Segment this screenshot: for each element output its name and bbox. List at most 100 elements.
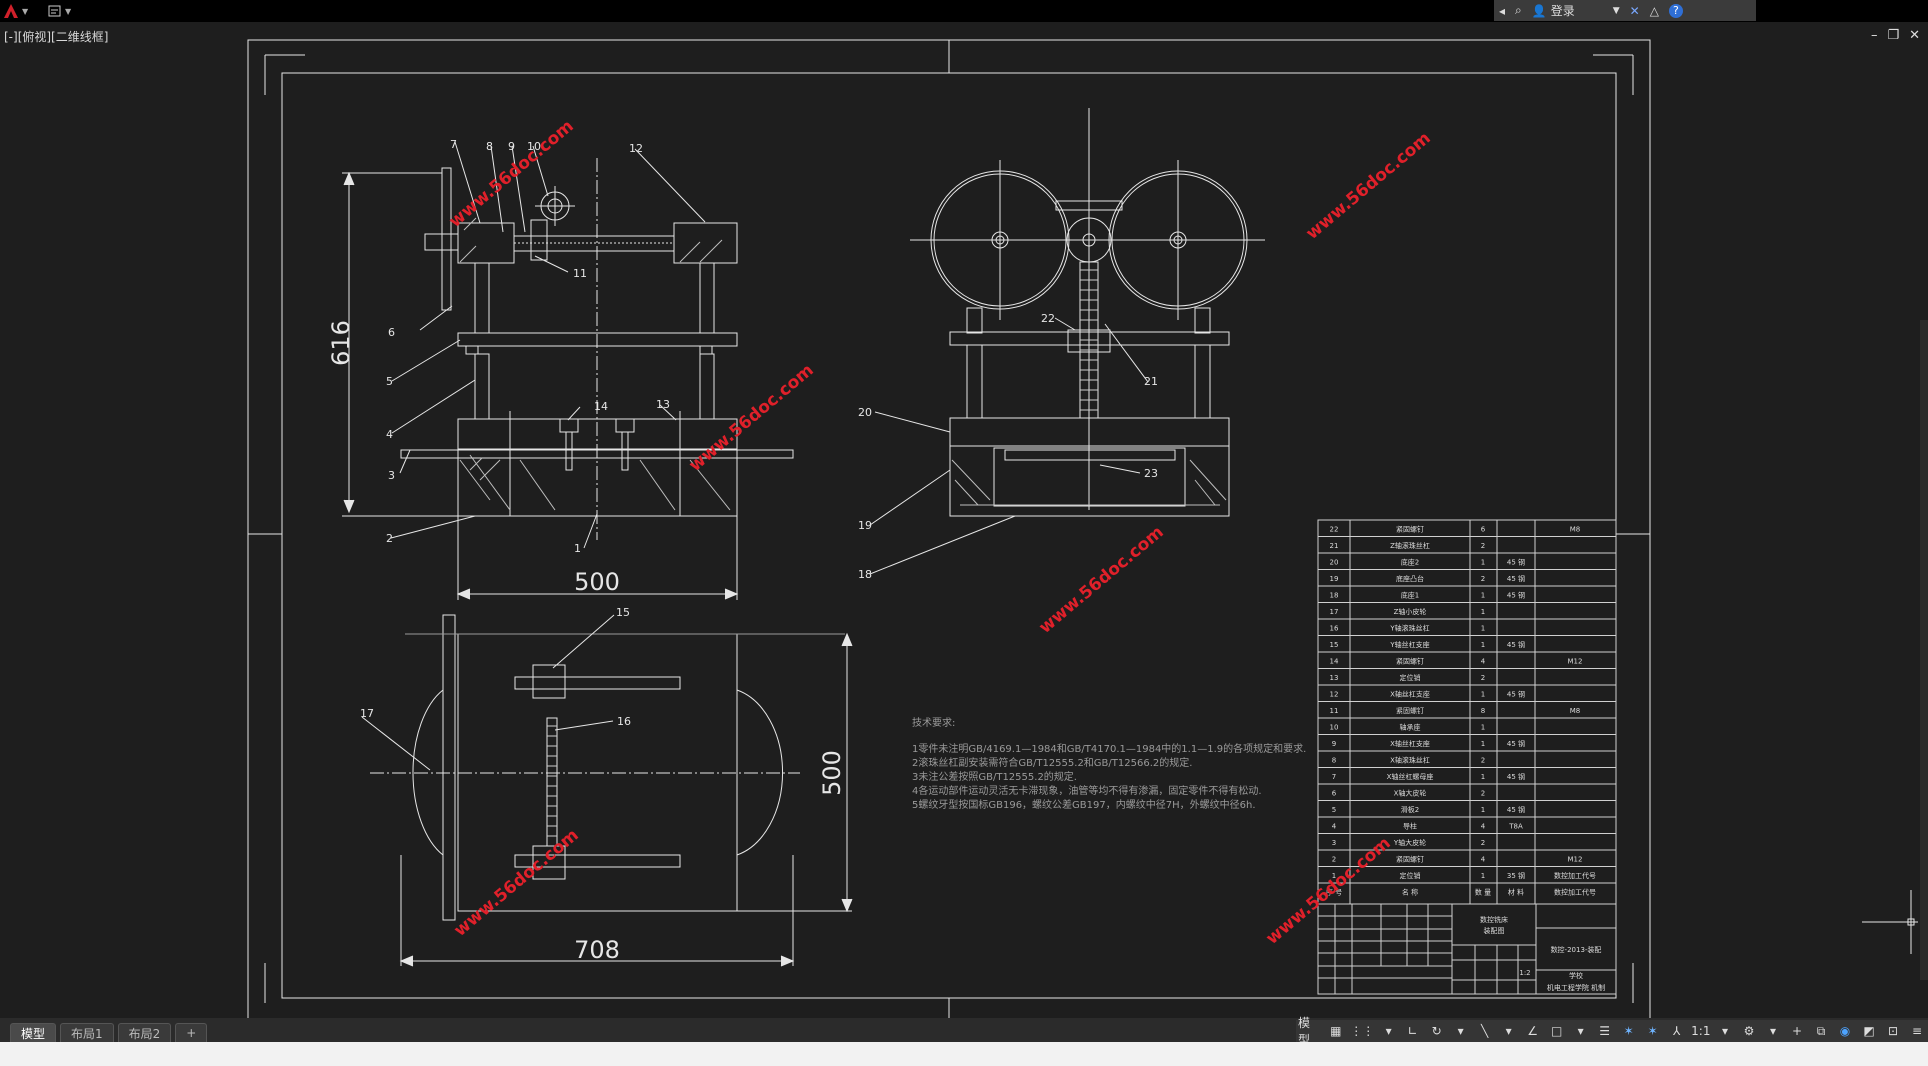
table-cell: 8 [1332, 757, 1336, 765]
table-cell: 底座2 [1401, 558, 1419, 567]
table-cell: 紧固螺钉 [1396, 706, 1424, 715]
leader-label: 18 [858, 568, 872, 581]
table-cell: 4 [1332, 823, 1337, 831]
annotation-visibility-icon[interactable]: ✶ [1623, 1024, 1634, 1038]
window-controls: – ❐ ✕ [1871, 28, 1920, 43]
hardware-acceleration-icon[interactable]: ◉ [1839, 1024, 1851, 1038]
add-layout-button[interactable]: + [175, 1023, 208, 1042]
ortho-icon[interactable]: ∟ [1407, 1024, 1418, 1038]
gear-icon[interactable]: ⚙ [1743, 1024, 1755, 1038]
table-cell: 1 [1481, 559, 1485, 567]
drawing-number: 数控-2013-装配 [1551, 945, 1602, 954]
object-snap-icon[interactable]: □ [1550, 1024, 1563, 1038]
annotation-scale-value[interactable]: 1:1 [1691, 1024, 1711, 1038]
table-cell: T8A [1508, 823, 1523, 831]
leader-label: 21 [1144, 375, 1158, 388]
table-cell: 6 [1481, 526, 1486, 534]
title-1: 数控铣床 [1480, 915, 1508, 924]
exchange-icon[interactable]: ✕ [1629, 3, 1640, 18]
notes-title: 技术要求: [912, 716, 955, 729]
restore-icon[interactable]: ❐ [1887, 28, 1900, 43]
table-cell: 滑板2 [1401, 805, 1419, 814]
polar-tracking-icon[interactable]: ↻ [1431, 1024, 1442, 1038]
table-cell: 20 [1330, 559, 1339, 567]
table-cell: M12 [1568, 856, 1583, 864]
tab-layout2[interactable]: 布局2 [117, 1023, 172, 1042]
vertical-scrollbar[interactable] [1920, 320, 1928, 980]
object-snap-tracking-icon[interactable]: ∠ [1527, 1024, 1539, 1038]
isolate-objects-icon[interactable]: ◩ [1863, 1024, 1875, 1038]
sign-in-button[interactable]: 👤登录▼ [1527, 0, 1625, 21]
annotation-scale-icon[interactable]: ⅄ [1672, 1024, 1681, 1038]
parts-list-table [1317, 519, 1617, 905]
customize-menu-icon[interactable]: ≡ [1911, 1024, 1923, 1038]
crosshair-cursor [1862, 890, 1918, 954]
quick-access-toolbar[interactable]: ▼ [48, 2, 71, 20]
table-cell: 12 [1330, 691, 1339, 699]
chevron-down-icon[interactable]: ▾ [1721, 1024, 1729, 1038]
viewport-controls-label[interactable]: [-][俯视][二维线框] [4, 30, 109, 44]
table-cell: 1 [1481, 691, 1485, 699]
workspace-icon[interactable]: ⧉ [1816, 1023, 1826, 1038]
note-line: 1零件未注明GB/4169.1—1984和GB/T4170.1—1984中的1.… [912, 742, 1306, 755]
clean-screen-icon[interactable]: ⊡ [1887, 1024, 1899, 1038]
chevron-down-icon[interactable]: ▾ [1769, 1024, 1777, 1038]
title-2: 装配图 [1484, 926, 1505, 935]
leader-label: 20 [858, 406, 872, 419]
table-cell: 1 [1481, 641, 1485, 649]
chevron-down-icon[interactable]: ▾ [1457, 1024, 1464, 1038]
title-block-text: 数控铣床 装配图 数控-2013-装配 学校 机电工程学院 机制 1:2 [1480, 915, 1605, 992]
table-cell: 1 [1481, 773, 1485, 781]
leader-label: 4 [386, 428, 393, 441]
app-menu-button[interactable]: ▼ [2, 1, 34, 21]
leader-label: 9 [508, 140, 515, 153]
chevron-down-icon[interactable]: ▾ [1577, 1024, 1584, 1038]
snap-icon[interactable]: ⋮⋮ [1350, 1024, 1375, 1038]
minimize-icon[interactable]: – [1870, 28, 1878, 43]
chevron-down-icon: ▼ [22, 6, 29, 16]
collapse-arrow-icon[interactable]: ◂ [1499, 3, 1506, 18]
tab-layout1[interactable]: 布局1 [60, 1023, 114, 1042]
a360-icon[interactable]: △ [1649, 3, 1659, 18]
watermark-text: www.56doc.com [1035, 522, 1167, 638]
tab-model[interactable]: 模型 [10, 1023, 57, 1042]
leader-label: 19 [858, 519, 872, 532]
table-cell: 17 [1330, 608, 1339, 616]
help-icon[interactable]: ? [1664, 0, 1688, 21]
chevron-down-icon[interactable]: ▾ [1385, 1024, 1392, 1038]
quick-access-icon [48, 5, 61, 17]
leader-label: 23 [1144, 467, 1158, 480]
model-space-button[interactable]: 模型 [1298, 1016, 1311, 1047]
plus-icon[interactable]: + [1791, 1024, 1803, 1038]
binoculars-icon[interactable]: ⌕ [1515, 3, 1522, 17]
leader-label: 2 [386, 532, 393, 545]
leader-label: 6 [388, 326, 395, 339]
table-cell: 序 号 [1326, 888, 1342, 897]
table-cell: 4 [1481, 658, 1486, 666]
side-view [869, 108, 1265, 575]
table-cell: 45 钢 [1507, 640, 1525, 649]
table-cell: 10 [1330, 724, 1339, 732]
chevron-down-icon[interactable]: ▾ [1505, 1024, 1512, 1038]
grid-icon[interactable]: ▦ [1330, 1024, 1342, 1038]
table-cell: 5 [1332, 806, 1336, 814]
table-cell: M8 [1570, 526, 1581, 534]
watermark-text: www.56doc.com [1302, 128, 1434, 244]
drawing-canvas[interactable]: 616 500 500 708 7 8 9 10 12 11 6 5 4 14 … [0, 22, 1928, 1018]
table-cell: 数控加工代号 [1554, 871, 1596, 880]
leader-label: 16 [617, 715, 631, 728]
table-cell: X轴滚珠丝杠 [1390, 756, 1430, 765]
table-cell: 45 钢 [1507, 574, 1525, 583]
isodraft-icon[interactable]: ╲ [1481, 1024, 1489, 1038]
auto-scale-icon[interactable]: ✶ [1647, 1024, 1658, 1038]
table-cell: 45 钢 [1507, 690, 1525, 699]
table-cell: Z轴滚珠丝杠 [1390, 541, 1430, 550]
table-cell: 1 [1481, 872, 1485, 880]
top-view [361, 614, 853, 967]
table-cell: 底座1 [1401, 591, 1419, 600]
table-cell: 3 [1332, 839, 1336, 847]
table-cell: 4 [1481, 856, 1486, 864]
lineweight-icon[interactable]: ☰ [1599, 1024, 1611, 1038]
close-icon[interactable]: ✕ [1909, 28, 1920, 43]
